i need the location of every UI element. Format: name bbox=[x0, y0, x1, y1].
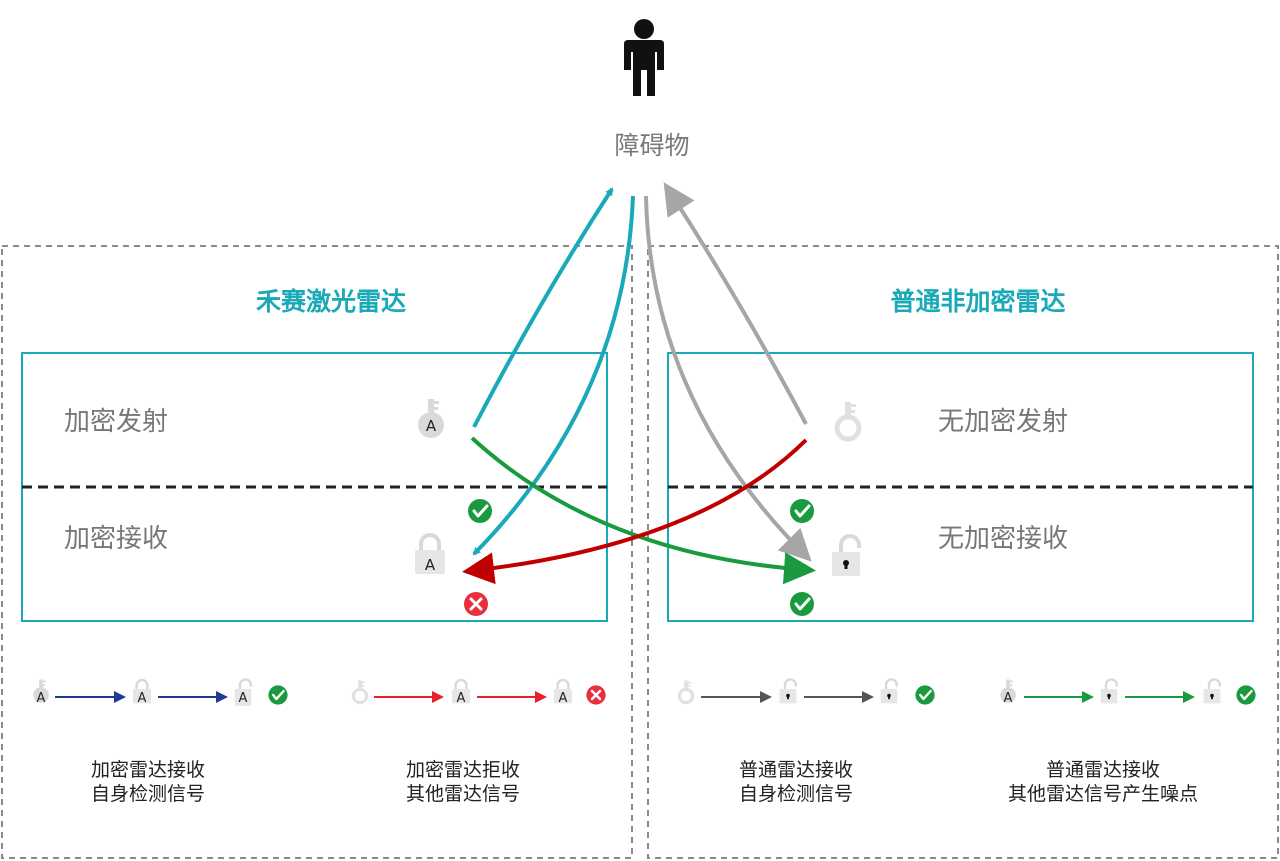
svg-text:A: A bbox=[138, 691, 147, 706]
plain-emit-label: 无加密发射 bbox=[938, 407, 1069, 437]
svg-text:A: A bbox=[239, 691, 248, 706]
caption-2: 加密雷达拒收 其他雷达信号 bbox=[405, 759, 520, 805]
lock-icon: A bbox=[413, 533, 447, 576]
encrypted-receive-label: 加密接收 bbox=[64, 524, 169, 554]
encrypted-return-arrow bbox=[472, 195, 635, 556]
ring-key-icon bbox=[837, 402, 859, 439]
check-icon bbox=[466, 497, 494, 525]
encrypted-emit-label: 加密发射 bbox=[64, 407, 169, 437]
cross-green-arrow bbox=[470, 436, 816, 585]
plain-receive-label: 无加密接收 bbox=[938, 524, 1069, 554]
check-icon bbox=[788, 590, 816, 618]
key-icon: A bbox=[418, 399, 444, 438]
right-panel-title: 普通非加密雷达 bbox=[890, 287, 1066, 316]
lock-letter: A bbox=[425, 556, 436, 574]
left-outer-panel bbox=[1, 245, 633, 859]
flow-encrypted-accept: A A A bbox=[33, 678, 289, 706]
cross-red-arrow bbox=[462, 438, 808, 585]
flow-encrypted-reject: A A bbox=[351, 678, 607, 706]
svg-text:A: A bbox=[559, 691, 568, 706]
key-letter: A bbox=[426, 417, 437, 435]
flow-plain-other: A bbox=[1000, 678, 1257, 706]
svg-text:A: A bbox=[1004, 691, 1013, 706]
right-outer-panel bbox=[647, 245, 1279, 859]
plain-return-arrow bbox=[644, 195, 812, 562]
caption-1: 加密雷达接收 自身检测信号 bbox=[90, 759, 205, 805]
cross-icon bbox=[462, 590, 490, 618]
encrypted-emit-arrow bbox=[472, 187, 614, 428]
flow-plain-own bbox=[677, 678, 936, 706]
left-panel-title: 禾赛激光雷达 bbox=[255, 287, 406, 316]
check-icon bbox=[788, 497, 816, 525]
obstacle-label: 障碍物 bbox=[614, 131, 690, 160]
caption-4: 普通雷达接收 其他雷达信号产生噪点 bbox=[1007, 759, 1198, 805]
person-icon bbox=[624, 19, 664, 96]
caption-3: 普通雷达接收 自身检测信号 bbox=[738, 759, 853, 805]
svg-text:A: A bbox=[457, 691, 466, 706]
plain-emit-arrow bbox=[663, 182, 808, 425]
open-lock-icon bbox=[830, 534, 862, 578]
svg-text:A: A bbox=[37, 691, 46, 706]
